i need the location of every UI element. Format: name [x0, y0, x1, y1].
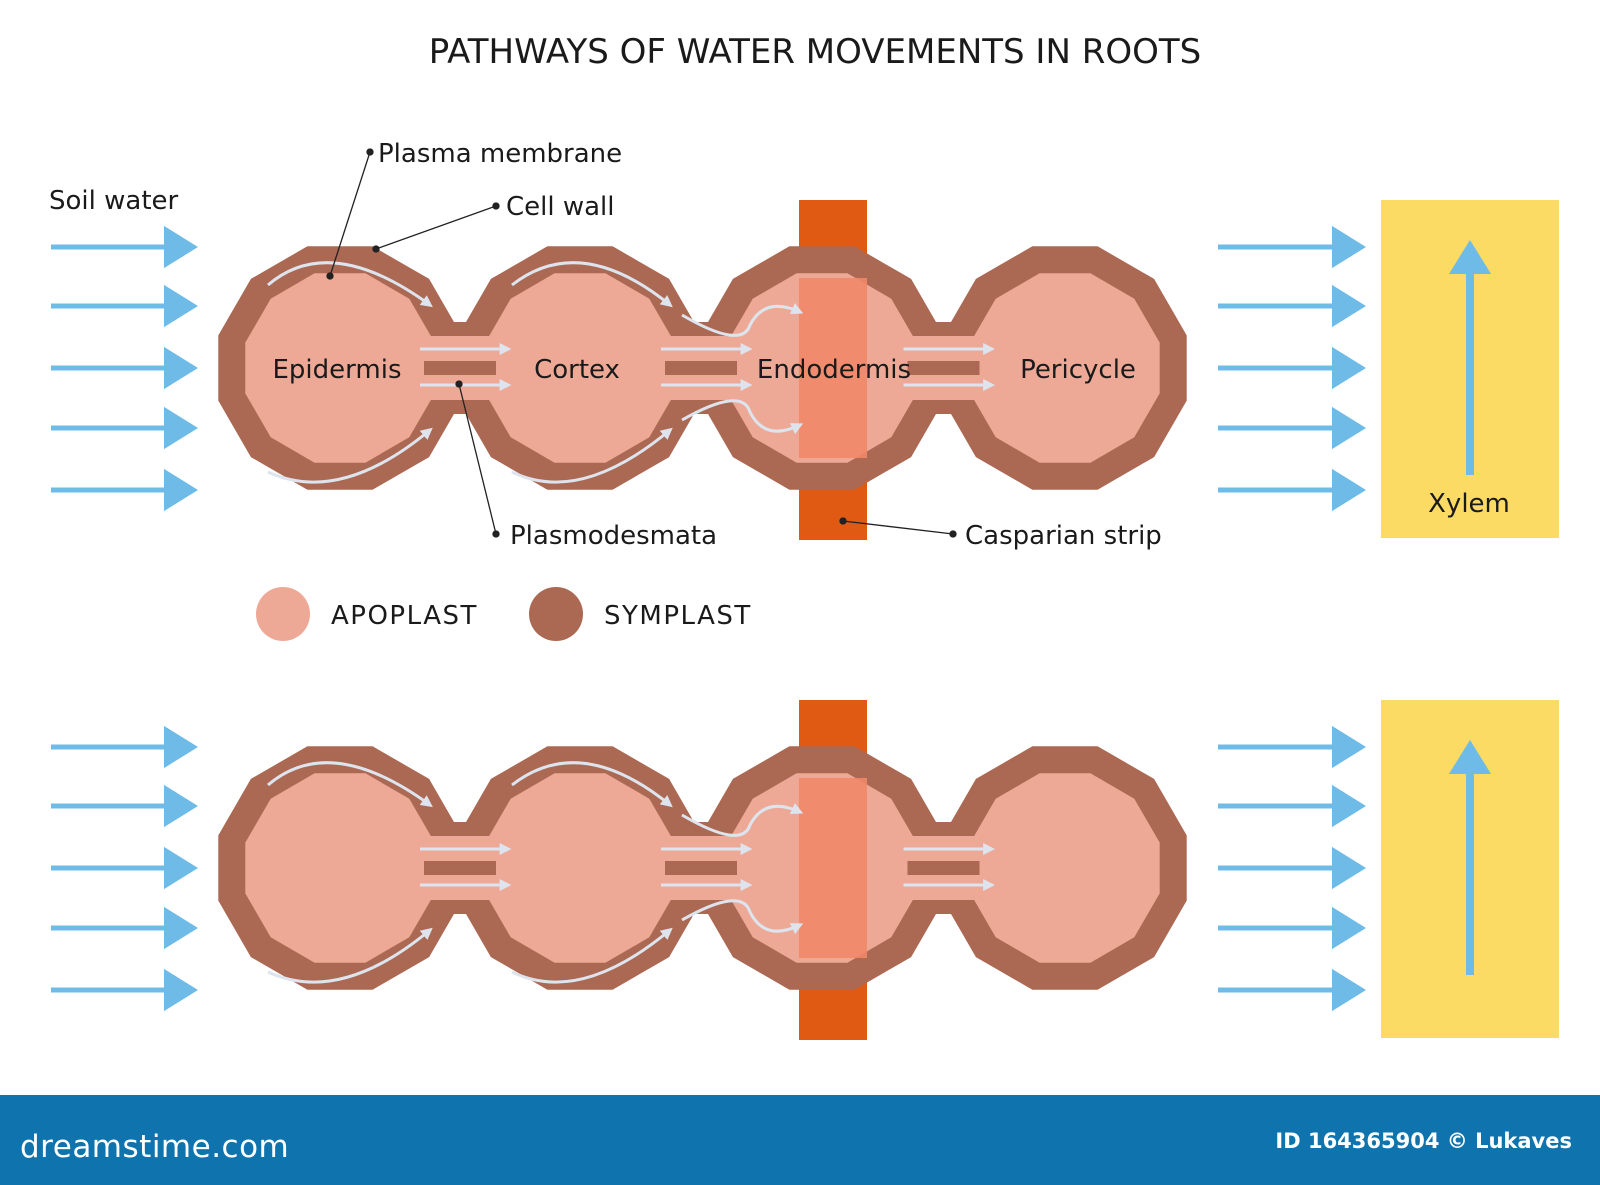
- soil-water-arrow-1-head: [164, 225, 198, 269]
- legend-apoplast-swatch: [256, 587, 310, 641]
- soil-water-arrow-1-head: [164, 725, 198, 769]
- legend-apoplast-label: APOPLAST: [331, 601, 478, 631]
- apoplast-flow-bottom-1: [267, 427, 433, 484]
- cell-interior-2: [485, 273, 675, 463]
- casparian-strip-overlay: [799, 278, 867, 458]
- soil-water-arrow-4-head: [164, 906, 198, 950]
- water-arrow-to-xylem-4-head: [1332, 906, 1366, 950]
- water-arrow-to-xylem-3-head: [1332, 346, 1366, 390]
- site-logo: dreamstime.com: [20, 1129, 290, 1165]
- apoplast-flow-top-1: [267, 261, 433, 308]
- apoplast-flow-top-1: [267, 761, 433, 808]
- casparian-strip-label: Casparian strip: [965, 521, 1162, 551]
- plasmodesma-divider-3: [907, 861, 980, 875]
- soil-water-arrow-5-head: [164, 968, 198, 1012]
- cell-interior-4: [970, 273, 1160, 463]
- soil-water-arrow-2-head: [164, 284, 198, 328]
- watermark-footer-bar: dreamstime.com ID 164365904 © Lukaves: [0, 1095, 1600, 1185]
- plasmodesma-divider-2: [665, 361, 737, 375]
- cell-wall-label: Cell wall: [506, 192, 615, 222]
- plasmodesma-divider-1: [424, 861, 496, 875]
- plasmodesmata-label: Plasmodesmata: [510, 521, 717, 551]
- soil-water-arrow-3-head: [164, 846, 198, 890]
- soil-water-label: Soil water: [49, 186, 179, 216]
- apoplast-flow-top-2: [511, 761, 673, 808]
- plasmodesma-divider-1: [424, 361, 496, 375]
- cell-interior-1: [245, 273, 435, 463]
- water-arrow-to-xylem-4-head: [1332, 406, 1366, 450]
- cell-interior-4: [970, 773, 1160, 963]
- cell-label-epidermis: Epidermis: [273, 355, 402, 385]
- water-arrow-to-xylem-3-head: [1332, 846, 1366, 890]
- soil-water-arrow-5-head: [164, 468, 198, 512]
- water-arrow-to-xylem-2-head: [1332, 284, 1366, 328]
- apoplast-flow-endodermis-bottom: [681, 399, 804, 435]
- plasma-membrane-label: Plasma membrane: [378, 139, 622, 169]
- apoplast-flow-endodermis-top: [681, 303, 804, 337]
- image-credit: ID 164365904 © Lukaves: [1275, 1129, 1572, 1153]
- soil-water-arrow-2-head: [164, 784, 198, 828]
- cell-interior-2: [485, 773, 675, 963]
- water-arrow-to-xylem-2-head: [1332, 784, 1366, 828]
- water-arrow-to-xylem-1-head: [1332, 225, 1366, 269]
- casparian-strip-overlay: [799, 778, 867, 958]
- apoplast-flow-endodermis-top: [681, 803, 804, 837]
- cell-label-endodermis: Endodermis: [757, 355, 911, 385]
- xylem-upward-arrow-head: [1448, 740, 1492, 774]
- cell-label-pericycle: Pericycle: [1020, 355, 1136, 385]
- apoplast-flow-top-2: [511, 261, 673, 308]
- cell-interior-1: [245, 773, 435, 963]
- diagram-panel-unlabeled: [51, 700, 1559, 1040]
- water-arrow-to-xylem-1-head: [1332, 725, 1366, 769]
- apoplast-flow-bottom-2: [511, 427, 673, 484]
- apoplast-flow-bottom-2: [511, 927, 673, 984]
- plasmodesma-divider-3: [907, 361, 980, 375]
- apoplast-flow-endodermis-bottom: [681, 899, 804, 935]
- soil-water-arrow-4-head: [164, 406, 198, 450]
- diagram-title: PATHWAYS OF WATER MOVEMENTS IN ROOTS: [429, 32, 1201, 72]
- plasmodesma-divider-2: [665, 861, 737, 875]
- diagram-panel-labeled: [51, 200, 1559, 540]
- apoplast-flow-bottom-1: [267, 927, 433, 984]
- xylem-label: Xylem: [1428, 489, 1510, 519]
- legend-symplast-label: SYMPLAST: [604, 601, 752, 631]
- legend-symplast-swatch: [529, 587, 583, 641]
- xylem-upward-arrow-head: [1448, 240, 1492, 274]
- soil-water-arrow-3-head: [164, 346, 198, 390]
- cell-label-cortex: Cortex: [534, 355, 620, 385]
- legend: APOPLAST SYMPLAST: [256, 587, 752, 641]
- callout-lines: [326, 148, 957, 538]
- water-arrow-to-xylem-5-head: [1332, 468, 1366, 512]
- root-water-pathways-diagram: PATHWAYS OF WATER MOVEMENTS IN ROOTS Soi…: [49, 32, 1559, 1040]
- water-arrow-to-xylem-5-head: [1332, 968, 1366, 1012]
